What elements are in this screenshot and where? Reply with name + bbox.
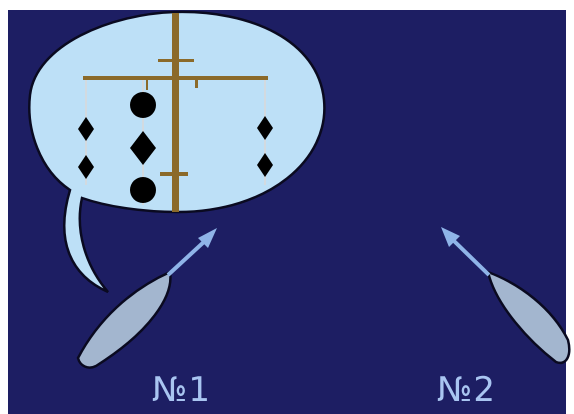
ball-shape [130, 177, 156, 203]
vessel-1 [78, 228, 217, 368]
ball-shape [130, 92, 156, 118]
vessel-2 [441, 227, 569, 363]
center-hoist [130, 92, 156, 203]
vessel-1-label: №1 [152, 373, 211, 407]
vessel-2-label: №2 [437, 373, 496, 407]
